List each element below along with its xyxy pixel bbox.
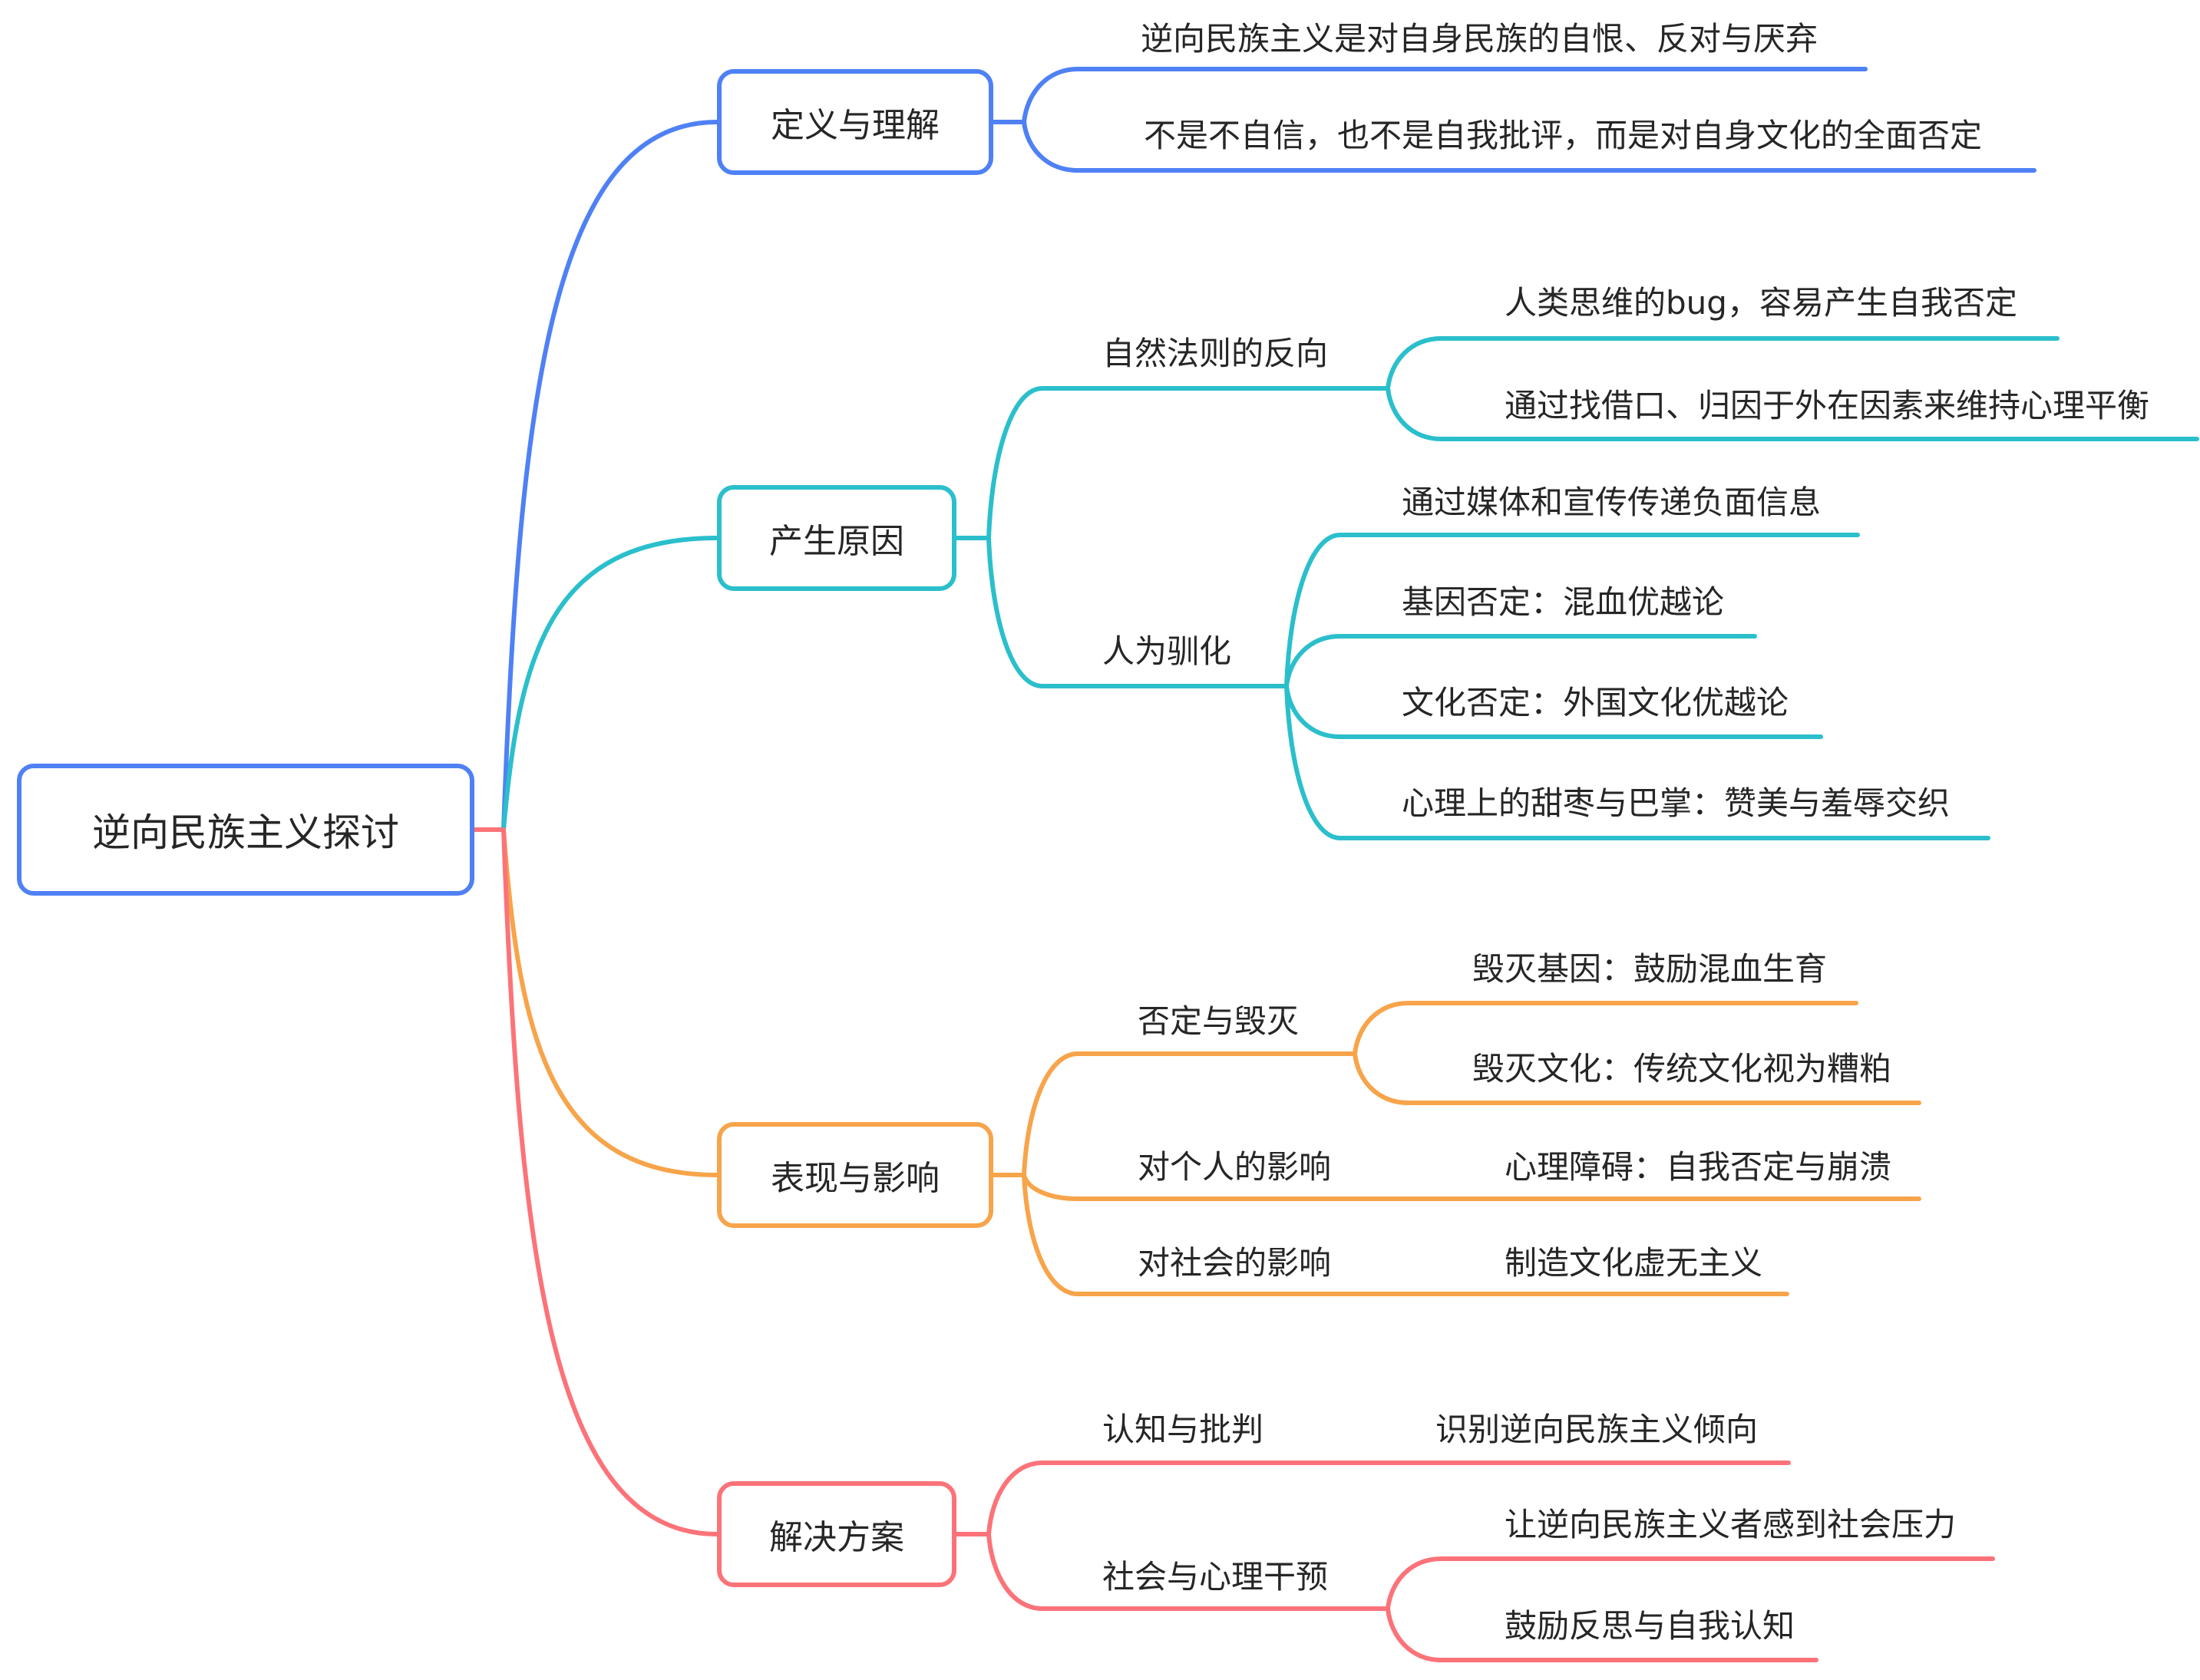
leaf-topic[interactable]: 通过媒体和宣传传递负面信息 — [1402, 484, 1822, 521]
root-to-causes-link — [501, 536, 719, 832]
leaf-topic[interactable]: 识别逆向民族主义倾向 — [1435, 1411, 1759, 1448]
causes-leaf-link — [1386, 336, 2060, 391]
root-topic-label: 逆向民族主义探讨 — [92, 810, 399, 855]
branch-causes[interactable]: 产生原因 — [717, 485, 956, 591]
leaf-topic[interactable]: 人类思维的bug，容易产生自我否定 — [1505, 284, 2017, 322]
solutions-leaf-link — [1386, 1556, 1995, 1611]
leaf-topic[interactable]: 毁灭文化：传统文化视为糟粕 — [1472, 1050, 1892, 1088]
branch-impact[interactable]: 表现与影响 — [717, 1122, 993, 1228]
causes-sub-link — [986, 536, 1289, 688]
sub-topic[interactable]: 自然法则的反向 — [1102, 335, 1329, 372]
impact-leaf-link — [1353, 1001, 1858, 1056]
branch-solutions[interactable]: 解决方案 — [717, 1481, 956, 1587]
leaf-topic[interactable]: 逆向民族主义是对自身民族的自恨、反对与厌弃 — [1141, 20, 1818, 58]
root-topic[interactable]: 逆向民族主义探讨 — [17, 764, 474, 896]
sub-topic[interactable]: 社会与心理干预 — [1102, 1558, 1329, 1596]
causes-leaf-link — [1386, 386, 2199, 441]
branch-label: 解决方案 — [769, 1518, 904, 1557]
solutions-sub-link — [986, 1532, 1390, 1611]
sub-topic[interactable]: 对个人的影响 — [1138, 1148, 1332, 1186]
causes-leaf-link — [1284, 684, 1990, 840]
definition-leaf-link — [1022, 67, 1868, 124]
leaf-topic[interactable]: 心理上的甜枣与巴掌：赞美与羞辱交织 — [1402, 784, 1951, 822]
root-to-solutions-link — [501, 827, 719, 1536]
sub-topic[interactable]: 否定与毁灭 — [1138, 1002, 1300, 1040]
leaf-topic[interactable]: 通过找借口、归因于外在因素来维持心理平衡 — [1505, 387, 2150, 424]
leaf-topic[interactable]: 基因否定：混血优越论 — [1402, 583, 1725, 621]
leaf-topic[interactable]: 心理障碍：自我否定与崩溃 — [1505, 1148, 1892, 1186]
leaf-topic[interactable]: 毁灭基因：鼓励混血生育 — [1472, 950, 1828, 988]
sub-topic[interactable]: 人为驯化 — [1102, 632, 1232, 670]
solutions-sub-link — [986, 1461, 1791, 1536]
impact-sub-link — [1022, 1173, 1789, 1296]
definition-leaf-link — [1022, 120, 2036, 173]
sub-topic[interactable]: 对社会的影响 — [1138, 1244, 1332, 1282]
root-to-definition-link — [501, 120, 719, 832]
sub-topic[interactable]: 认知与批判 — [1102, 1411, 1264, 1448]
causes-leaf-link — [1284, 533, 1860, 688]
leaf-topic[interactable]: 鼓励反思与自我认知 — [1505, 1607, 1795, 1645]
causes-sub-link — [986, 386, 1390, 540]
branch-label: 表现与影响 — [771, 1159, 940, 1198]
leaf-topic[interactable]: 文化否定：外国文化优越论 — [1402, 684, 1789, 721]
impact-leaf-link — [1353, 1051, 1921, 1105]
leaf-topic[interactable]: 让逆向民族主义者感到社会压力 — [1505, 1506, 1957, 1543]
causes-leaf-link — [1284, 634, 1757, 688]
leaf-topic[interactable]: 不是不自信，也不是自我批评，而是对自身文化的全面否定 — [1144, 117, 1983, 154]
solutions-leaf-link — [1386, 1606, 1818, 1662]
root-to-impact-link — [501, 827, 719, 1177]
branch-label: 定义与理解 — [771, 106, 940, 145]
impact-sub-link — [1022, 1051, 1357, 1177]
branch-label: 产生原因 — [769, 522, 904, 561]
branch-definition[interactable]: 定义与理解 — [717, 69, 993, 175]
leaf-topic[interactable]: 制造文化虚无主义 — [1505, 1244, 1763, 1282]
